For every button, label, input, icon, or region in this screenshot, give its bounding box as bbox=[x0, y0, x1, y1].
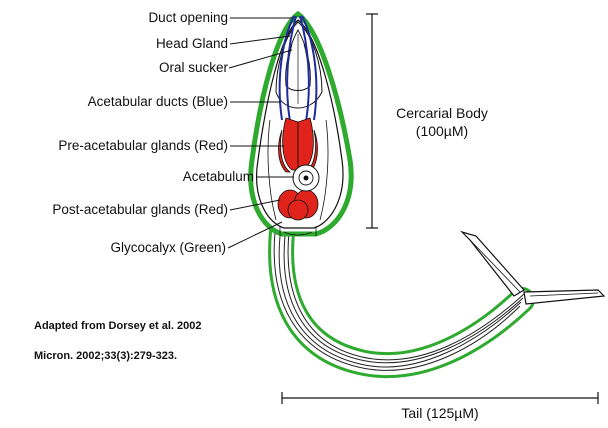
citation-line-1: Adapted from Dorsey et al. 2002 bbox=[34, 320, 202, 332]
body-scale-label: Cercarial Body (100µM) bbox=[382, 104, 502, 140]
body-scale-title: Cercarial Body bbox=[382, 104, 502, 122]
body-scale-bracket bbox=[366, 14, 378, 228]
label-acetabular-ducts: Acetabular ducts (Blue) bbox=[30, 94, 228, 110]
label-pre-acetabular-glands: Pre-acetabular glands (Red) bbox=[4, 138, 228, 154]
label-acetabulum: Acetabulum bbox=[130, 169, 254, 185]
tail-scale-label: Tail (125µM) bbox=[340, 404, 540, 422]
body-scale-size: (100µM) bbox=[382, 122, 502, 140]
label-head-gland: Head Gland bbox=[110, 36, 228, 52]
post-acetabular-glands bbox=[278, 190, 318, 220]
label-oral-sucker: Oral sucker bbox=[110, 60, 228, 76]
tail-scale-bracket bbox=[282, 392, 598, 404]
acetabulum bbox=[293, 165, 319, 191]
label-post-acetabular-glands: Post-acetabular glands (Red) bbox=[4, 202, 228, 218]
label-glycocalyx: Glycocalyx (Green) bbox=[60, 240, 226, 256]
citation-line-2: Micron. 2002;33(3):279-323. bbox=[34, 350, 177, 362]
tail-fork bbox=[462, 232, 604, 304]
label-duct-opening: Duct opening bbox=[110, 10, 228, 26]
